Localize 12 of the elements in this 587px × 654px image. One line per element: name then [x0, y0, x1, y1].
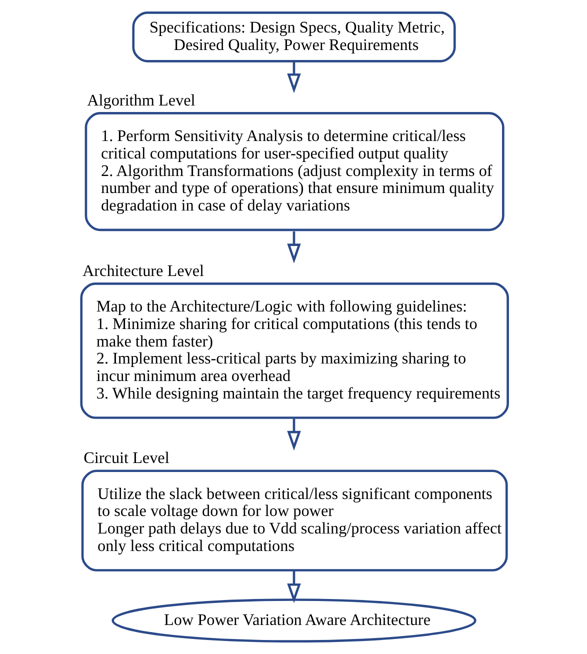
node-label: Circuit Level — [83, 450, 169, 468]
arrow — [286, 570, 300, 604]
node-box: 1. Perform Sensitivity Analysis to determine critical/less critical computations for user-specified output quality 2. Algorithm Transformations (adjust complexity in terms of number and type of operations) that ensure minimum quality degradation in case of delay variations — [84, 112, 504, 232]
node-box: Map to the Architecture/Logic with following guidelines: 1. Minimize sharing for critical computations (this tends to make them faster) 2. Implement less-critical parts by maximizing sharing to incur minimum area overhead 3. While designing maintain the target frequency requirements — [80, 282, 508, 419]
node-label: Algorithm Level — [86, 92, 195, 110]
arrow — [286, 231, 300, 264]
node-box: Utilize the slack between critical/less significant components to scale voltage down for low power Longer path delays due to Vdd scaling/process variation affect only less critical computations — [80, 470, 508, 572]
arrow — [286, 418, 300, 451]
node-box: Specifications: Design Specs, Quality Metric, Desired Quality, Power Requirements — [132, 12, 456, 62]
node-label: Architecture Level — [82, 262, 204, 280]
arrow — [286, 61, 300, 94]
node-ellipse: Low Power Variation Aware Architecture — [111, 598, 476, 642]
